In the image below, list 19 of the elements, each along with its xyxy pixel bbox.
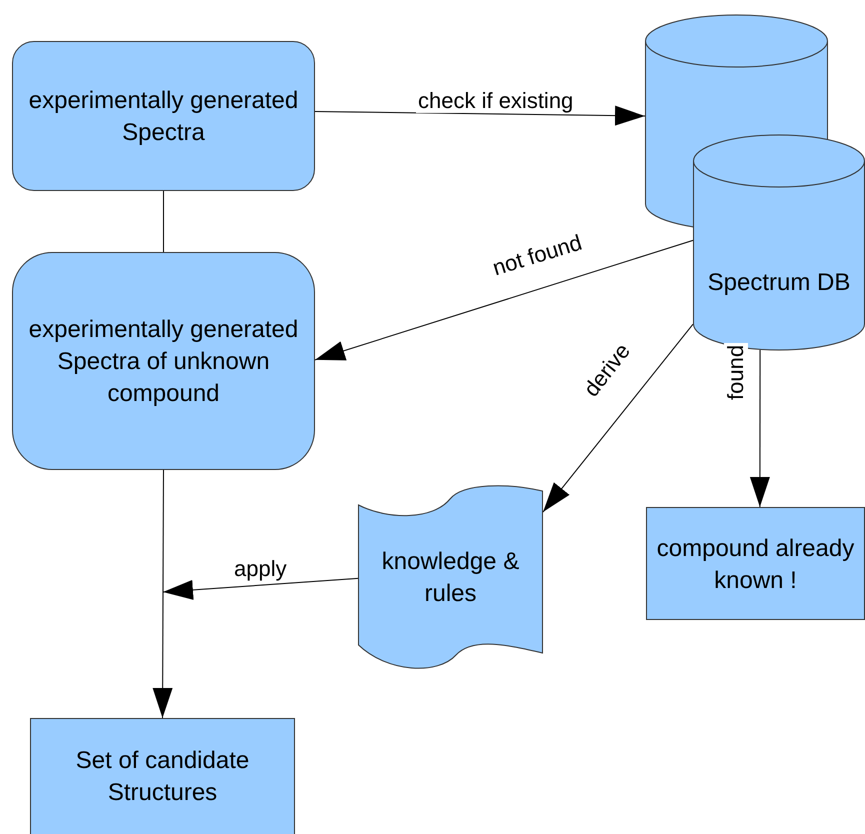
node-text: Set of candidate Structures bbox=[74, 746, 250, 808]
process-box bbox=[646, 507, 865, 620]
arrow bbox=[314, 240, 694, 360]
process-box bbox=[30, 718, 295, 834]
node-text: compound already known ! bbox=[656, 534, 856, 596]
process-box bbox=[12, 41, 315, 191]
edge-label: apply bbox=[232, 557, 289, 581]
node-text: experimentally generated Spectra bbox=[28, 86, 300, 148]
arrow bbox=[152, 470, 173, 718]
node-text: Spectrum DB bbox=[706, 268, 852, 298]
node-text: experimentally generated Spectra of unknown compound bbox=[28, 315, 300, 409]
arrow bbox=[162, 578, 358, 600]
arrow bbox=[542, 324, 694, 512]
edge-label: found bbox=[724, 342, 748, 402]
connector-line bbox=[163, 190, 164, 252]
node-text: knowledge & rules bbox=[380, 546, 520, 608]
process-box bbox=[12, 252, 315, 470]
arrow bbox=[750, 350, 770, 508]
arrow bbox=[314, 106, 646, 126]
